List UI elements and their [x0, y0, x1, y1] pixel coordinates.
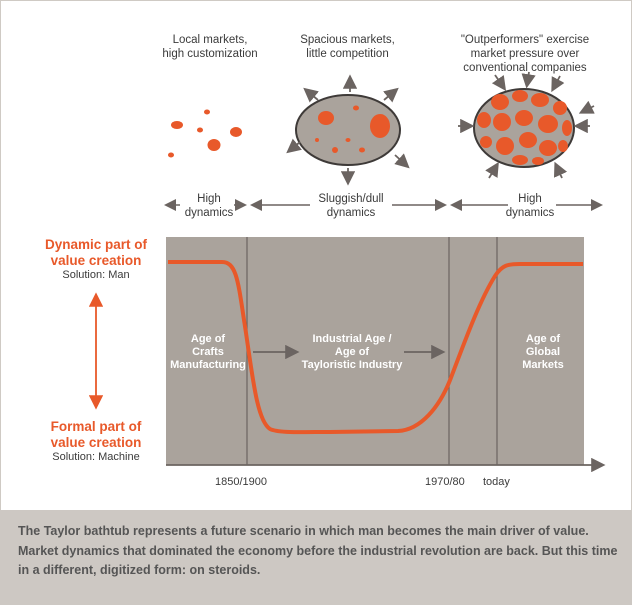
dynamics-line: dynamics — [326, 207, 376, 219]
age-line: Manufacturing — [170, 359, 246, 371]
scenario-title-spacious: Spacious markets, little competition — [285, 33, 410, 61]
local-markets-illustration — [168, 109, 242, 158]
tick-1850: 1850/1900 — [215, 476, 267, 488]
scenario-title-line: "Outperformers" exercise — [460, 34, 590, 46]
solution-machine: Solution: Machine — [52, 451, 140, 463]
scenario-title-line: little competition — [306, 48, 389, 60]
age-crafts: Age of Crafts Manufacturing — [168, 333, 248, 372]
age-line: Age of — [525, 333, 561, 345]
formal-part-label: Formal part of value creation Solution: … — [22, 419, 170, 463]
dynamics-line: High — [518, 193, 542, 205]
dynamics-label-sluggish: Sluggish/dull dynamics — [305, 192, 397, 220]
dynamics-line: dynamics — [184, 207, 234, 219]
age-line: Tayloristic Industry — [301, 359, 403, 371]
scenario-title-line: Local markets, — [172, 34, 248, 46]
formal-part-line: Formal part of — [50, 419, 142, 434]
bathtub-curve — [168, 260, 583, 435]
dynamics-label-high-2: High dynamics — [498, 192, 562, 220]
dynamic-part-line: Dynamic part of — [44, 237, 148, 252]
dynamic-part-label: Dynamic part of value creation Solution:… — [22, 237, 170, 281]
dynamics-line: High — [197, 193, 221, 205]
age-industrial: Industrial Age / Age of Tayloristic Indu… — [292, 333, 412, 372]
outperformers-illustration — [458, 71, 595, 179]
scenario-title-local: Local markets, high customization — [150, 33, 270, 61]
scenario-title-line: high customization — [162, 48, 258, 60]
formal-part-line: value creation — [50, 435, 142, 450]
scenario-title-outperformers: "Outperformers" exercise market pressure… — [450, 33, 600, 75]
dynamics-line: dynamics — [505, 207, 555, 219]
solution-man: Solution: Man — [62, 269, 130, 281]
dynamic-part-line: value creation — [50, 253, 142, 268]
age-line: Markets — [522, 359, 564, 371]
scenario-title-line: market pressure over — [470, 48, 580, 60]
caption: The Taylor bathtub represents a future s… — [0, 510, 632, 605]
scenario-title-line: Spacious markets, — [300, 34, 395, 46]
age-line: Global — [525, 346, 561, 358]
age-global: Age of Global Markets — [505, 333, 581, 372]
scenario-title-line: conventional companies — [463, 62, 587, 74]
age-line: Crafts — [192, 346, 224, 358]
tick-1970: 1970/80 — [425, 476, 465, 488]
spacious-markets-illustration — [286, 74, 410, 186]
dynamics-line: Sluggish/dull — [318, 193, 384, 205]
age-line: Industrial Age / — [312, 333, 392, 345]
tick-today: today — [483, 476, 510, 488]
age-line: Age of — [334, 346, 370, 358]
age-line: Age of — [190, 333, 226, 345]
dynamics-label-high-1: High dynamics — [175, 192, 243, 220]
